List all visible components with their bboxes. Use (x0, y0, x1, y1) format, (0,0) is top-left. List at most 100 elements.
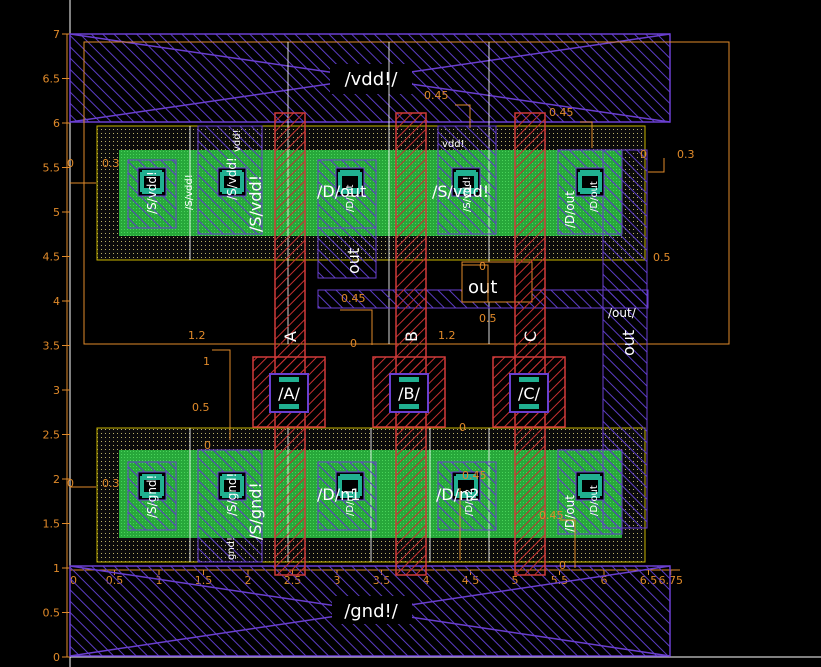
nmos-d-out-right: /D/out (563, 495, 577, 532)
pmos-s-vdd-mid: /S/vdd! (225, 157, 239, 200)
contact-cut (340, 474, 360, 480)
pmos-s-vdd-big: /S/vdd! (246, 175, 265, 232)
nmos-s-gnd-left: /S/gnd! (145, 475, 159, 518)
contact-cut (338, 476, 342, 496)
contact-cut (454, 476, 458, 496)
pmos-d-out-right-rot: /D/out (589, 181, 600, 212)
contact-cut (598, 172, 602, 192)
contact-cut (222, 170, 242, 176)
contact-cut (142, 474, 162, 480)
contact-cut (140, 476, 144, 496)
contact-cut (340, 170, 360, 176)
contact-cut (142, 170, 162, 176)
nmos-d-n1-rot: /D/n1 (345, 489, 356, 516)
pmos-d-int-label: /D/int (345, 184, 356, 212)
dim-1-pin: 1 (203, 355, 210, 368)
contact-cut (456, 188, 476, 194)
nmos-d-n2-label: /D/n2 (436, 485, 479, 504)
contact-cut (240, 172, 244, 192)
dim-12-left: 1.2 (188, 329, 206, 342)
dim-045-low: 0.45 (462, 469, 487, 482)
out-vertical-label-right: out (619, 330, 638, 356)
pmos-vdd-top: vdd! (232, 129, 243, 152)
dim-0-low: 0 (459, 421, 466, 434)
y-tick-label: 2.5 (43, 429, 61, 442)
contact-cut (580, 188, 600, 194)
dim-12-mid: 1.2 (438, 329, 456, 342)
y-tick-label: 6 (53, 117, 60, 130)
out-mid-label: out (468, 277, 497, 298)
contact-cut (578, 476, 582, 496)
y-tick-label: 0 (53, 651, 60, 664)
y-tick-label: 2 (53, 473, 60, 486)
pmos-d-out-label: /D/out (317, 182, 366, 201)
pmos-s-vdd-left: /S/vdd! (145, 171, 159, 214)
out-net-metal[interactable] (317, 149, 649, 529)
out-vertical-label-upper: out (344, 248, 363, 274)
contact-cut (358, 476, 362, 496)
contact-cut (338, 172, 342, 192)
y-tick-label: 5.5 (43, 162, 61, 175)
out-pin-label: /out/ (608, 306, 637, 320)
gate-b-pin-label: /B/ (398, 384, 420, 403)
y-tick-label: 6.5 (43, 73, 61, 86)
contact-cut (580, 170, 600, 176)
nmos-d-n2-rot: /D/n2 (464, 489, 475, 516)
dim-045-top-a: 0.45 (424, 89, 449, 102)
y-tick-label: 4.5 (43, 251, 61, 264)
contact-cut (160, 476, 164, 496)
nmos-s-gnd-big: /S/gnd! (246, 482, 265, 540)
pmos-s-vdd-right: /S/vdd! (432, 182, 489, 201)
gnd-net-label: /gnd!/ (344, 601, 399, 622)
y-tick-label: 1.5 (43, 518, 61, 531)
contact-cut (456, 492, 476, 498)
contact-cut (220, 476, 224, 496)
dim-0-bot: 0 (559, 559, 566, 572)
dim-03-bl: 0.3 (102, 477, 120, 490)
contact-cuts (137, 167, 605, 501)
contact-cut (454, 172, 458, 192)
dim-05-pin: 0.5 (192, 401, 210, 414)
contact-cut (456, 474, 476, 480)
dim-0-mid-a: 0 (479, 260, 486, 273)
contact-cut (358, 172, 362, 192)
y-tick-label: 3.5 (43, 340, 61, 353)
gate-c-rail-label: C (521, 331, 540, 342)
y-tick-label: 3 (53, 384, 60, 397)
vdd-net-label: /vdd!/ (345, 69, 399, 90)
pmos-d-out-right: /D/out (563, 191, 577, 228)
gate-c-pin-label: /C/ (518, 384, 541, 403)
pmos-s-vdd-left-2: /S/vdd! (184, 174, 195, 210)
dim-03-tr: 0.3 (677, 148, 695, 161)
y-tick-label: 4 (53, 295, 60, 308)
contact-cut (578, 172, 582, 192)
dim-0-mid-b: 0 (350, 337, 357, 350)
contact-cut (598, 476, 602, 496)
dim-0-left-top: 0 (67, 157, 74, 170)
contact-cut (474, 172, 478, 192)
poly-gate-b[interactable] (372, 112, 446, 576)
contact-cut (222, 188, 242, 194)
dimension-lines (70, 104, 665, 568)
contact-cut (220, 172, 224, 192)
contact-cut (240, 476, 244, 496)
gate-pin-boxes (269, 373, 549, 413)
y-tick-label: 7 (53, 28, 60, 41)
gate-a-pin-label: /A/ (278, 384, 300, 403)
nmos-d-out-right-rot: /D/out (589, 485, 600, 516)
gnd-rail[interactable] (69, 565, 671, 657)
nmos-s-gnd-mid: /S/gnd! (225, 473, 239, 516)
dim-05-right: 0.5 (653, 251, 671, 264)
dim-0-pin: 0 (204, 439, 211, 452)
contact-cut (142, 492, 162, 498)
contact-cut (222, 474, 242, 480)
dim-045-top-b: 0.45 (549, 106, 574, 119)
contact-cut (140, 172, 144, 192)
y-tick-label: 1 (53, 562, 60, 575)
dim-045-low2: 0.45 (539, 509, 564, 522)
contact-cut (456, 170, 476, 176)
pmos-vdd-small: vdd! (442, 139, 465, 150)
contact-cut (340, 492, 360, 498)
dim-05-mid: 0.5 (479, 312, 497, 325)
